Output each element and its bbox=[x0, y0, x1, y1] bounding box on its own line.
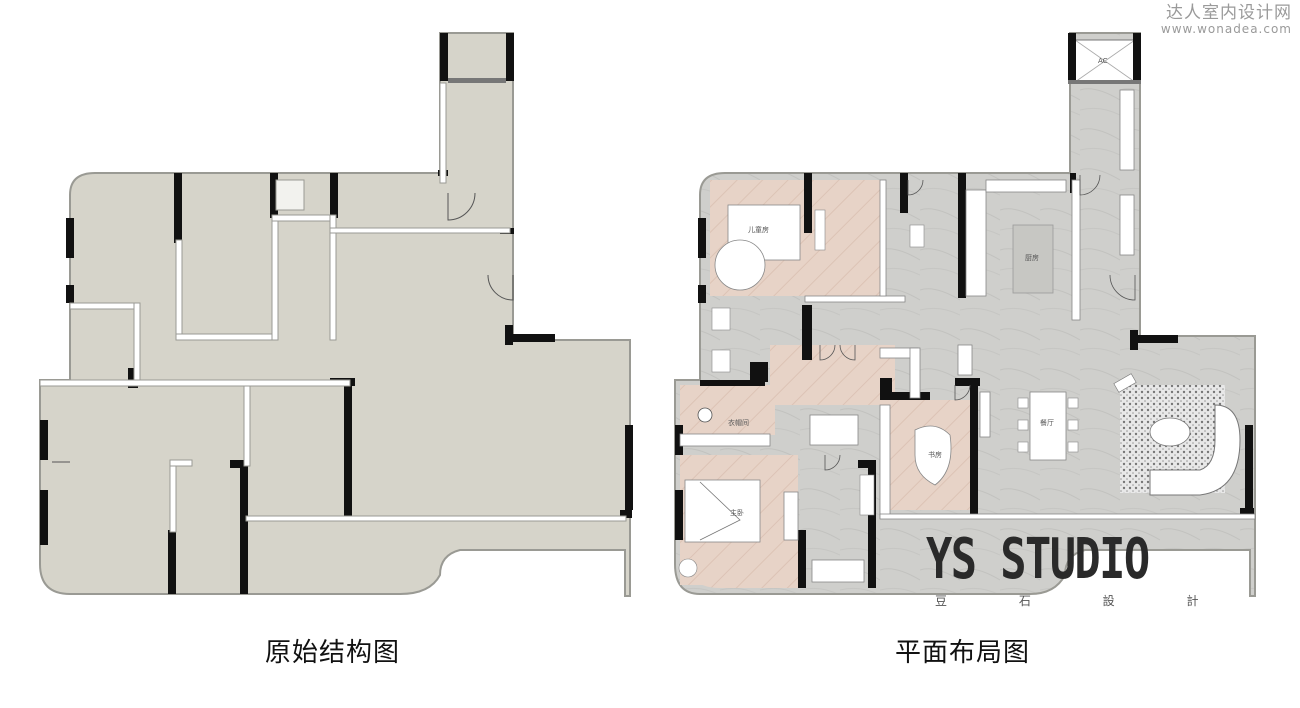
brand-logo: YS STUDIO bbox=[926, 527, 1150, 592]
cloak-room-label: 衣帽间 bbox=[728, 418, 749, 427]
cloak-room-floor bbox=[680, 385, 775, 435]
brand-subtitle: 豆 石 設 計 bbox=[935, 594, 1233, 608]
layout-plan-outline bbox=[674, 32, 1256, 597]
dining-label: 餐厅 bbox=[1040, 418, 1054, 427]
kitchen-label: 厨房 bbox=[1025, 253, 1039, 262]
study-label: 书房 bbox=[928, 450, 942, 459]
ac-label: AC bbox=[1098, 57, 1108, 65]
watermark: 达人室内设计网 www.wonadea.com bbox=[1161, 4, 1292, 36]
watermark-title: 达人室内设计网 bbox=[1166, 3, 1292, 23]
corridor-wood bbox=[770, 345, 895, 405]
layout-plan: AC bbox=[674, 32, 1256, 597]
master-bedroom-curve bbox=[680, 540, 798, 588]
original-structure-caption: 原始结构图 bbox=[265, 638, 401, 668]
original-structure-plan bbox=[39, 32, 633, 597]
children-room-label: 儿童房 bbox=[748, 225, 769, 234]
watermark-url: www.wonadea.com bbox=[1160, 21, 1292, 36]
layout-plan-caption: 平面布局图 bbox=[895, 638, 1031, 668]
sofa bbox=[1149, 404, 1241, 496]
dining-table bbox=[1029, 391, 1067, 461]
kitchen-island bbox=[1012, 224, 1054, 294]
master-bedroom-label: 主卧 bbox=[730, 508, 744, 517]
